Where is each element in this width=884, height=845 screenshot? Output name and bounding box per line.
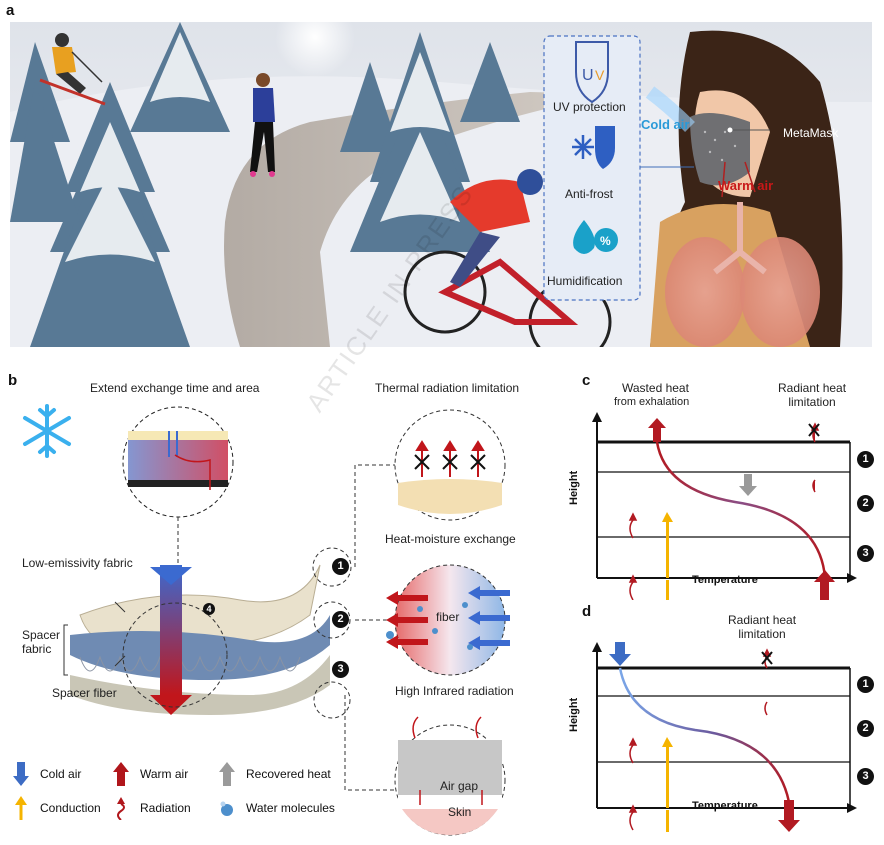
layer-1-c: 1 xyxy=(857,451,874,468)
legend-water-label: Water molecules xyxy=(246,801,335,815)
fabric-structure-diagram xyxy=(63,406,510,836)
legend-cold-air: Cold air xyxy=(12,762,81,786)
layer-3-c: 3 xyxy=(857,545,874,562)
legend-warm-air: Warm air xyxy=(112,762,188,786)
layer-2-d: 2 xyxy=(857,720,874,737)
radiant-heat-label-c: Radiant heat limitation xyxy=(778,381,847,409)
legend-warm-air-label: Warm air xyxy=(140,767,189,781)
panel-label-a: a xyxy=(6,2,15,19)
cold-air-label: Cold air xyxy=(641,117,690,132)
panel-label-b: b xyxy=(8,372,18,389)
radiant-heat-label-d: Radiant heat limitation xyxy=(728,613,797,641)
svg-text:V: V xyxy=(595,67,605,83)
warm-air-label: Warm air xyxy=(718,178,774,193)
legend-recovered-heat-label: Recovered heat xyxy=(246,767,331,781)
legend-conduction: Conduction xyxy=(12,796,101,820)
x-axis-label-d: Temperature xyxy=(692,800,758,812)
x-axis-label-c: Temperature xyxy=(692,574,758,586)
warm-air-arrow-icon xyxy=(113,762,129,786)
marker-3: 3 xyxy=(332,661,349,678)
marker-2: 2 xyxy=(332,611,349,628)
snowflake-shield-icon xyxy=(572,126,615,169)
legend-recovered-heat: Recovered heat xyxy=(218,762,331,786)
svg-text:U: U xyxy=(582,67,594,84)
legend-water: Water molecules xyxy=(218,796,335,820)
marker-4: 4 xyxy=(203,603,215,615)
conduction-arrow-icon xyxy=(15,796,27,820)
feature-anti-frost: Anti-frost xyxy=(565,187,614,201)
panel-label-d: d xyxy=(582,603,592,620)
svg-text:%: % xyxy=(600,234,611,248)
heat-moisture-title: Heat-moisture exchange xyxy=(385,532,516,546)
y-axis-label-c: Height xyxy=(568,470,580,505)
air-gap-label: Air gap xyxy=(440,779,479,793)
layer-3-d: 3 xyxy=(857,768,874,785)
layer-1-d: 1 xyxy=(857,676,874,693)
spacer-fiber-label: Spacer fiber xyxy=(52,686,117,700)
radiation-wave-icon xyxy=(117,797,125,820)
layer-2-c: 2 xyxy=(857,495,874,512)
water-molecule-icon xyxy=(220,801,233,816)
feature-humidification: Humidification xyxy=(547,274,623,288)
legend-radiation: Radiation xyxy=(112,796,191,820)
legend-cold-air-label: Cold air xyxy=(40,767,82,781)
panel-d-plot xyxy=(592,642,857,832)
metamask-label: MetaMask xyxy=(783,126,839,140)
wasted-heat-label: Wasted heat xyxy=(622,381,689,395)
skin-label: Skin xyxy=(448,805,472,819)
snowflake-icon xyxy=(23,404,71,458)
marker-1: 1 xyxy=(332,558,349,575)
winter-scene-illustration: U V % xyxy=(10,22,872,347)
thermal-radiation-title: Thermal radiation limitation xyxy=(375,381,520,395)
fiber-label: fiber xyxy=(436,610,460,624)
legend-radiation-label: Radiation xyxy=(140,801,191,815)
cold-air-arrow-icon xyxy=(13,762,29,786)
panel-c-plot xyxy=(592,412,857,600)
legend-conduction-label: Conduction xyxy=(40,801,101,815)
panel-label-c: c xyxy=(582,372,591,389)
low-emissivity-label: Low-emissivity fabric xyxy=(22,556,133,570)
extend-exchange-title: Extend exchange time and area xyxy=(90,381,260,395)
feature-uv-protection: UV protection xyxy=(553,100,626,114)
high-ir-title: High Infrared radiation xyxy=(395,684,514,698)
from-exhalation-label: from exhalation xyxy=(614,396,690,408)
spacer-fabric-label: Spacer fabric xyxy=(22,628,61,656)
humidity-droplet-icon: % xyxy=(573,220,618,254)
y-axis-label-d: Height xyxy=(568,697,580,732)
recovered-heat-arrow-icon xyxy=(219,762,235,786)
uv-shield-icon: U V xyxy=(575,41,609,104)
